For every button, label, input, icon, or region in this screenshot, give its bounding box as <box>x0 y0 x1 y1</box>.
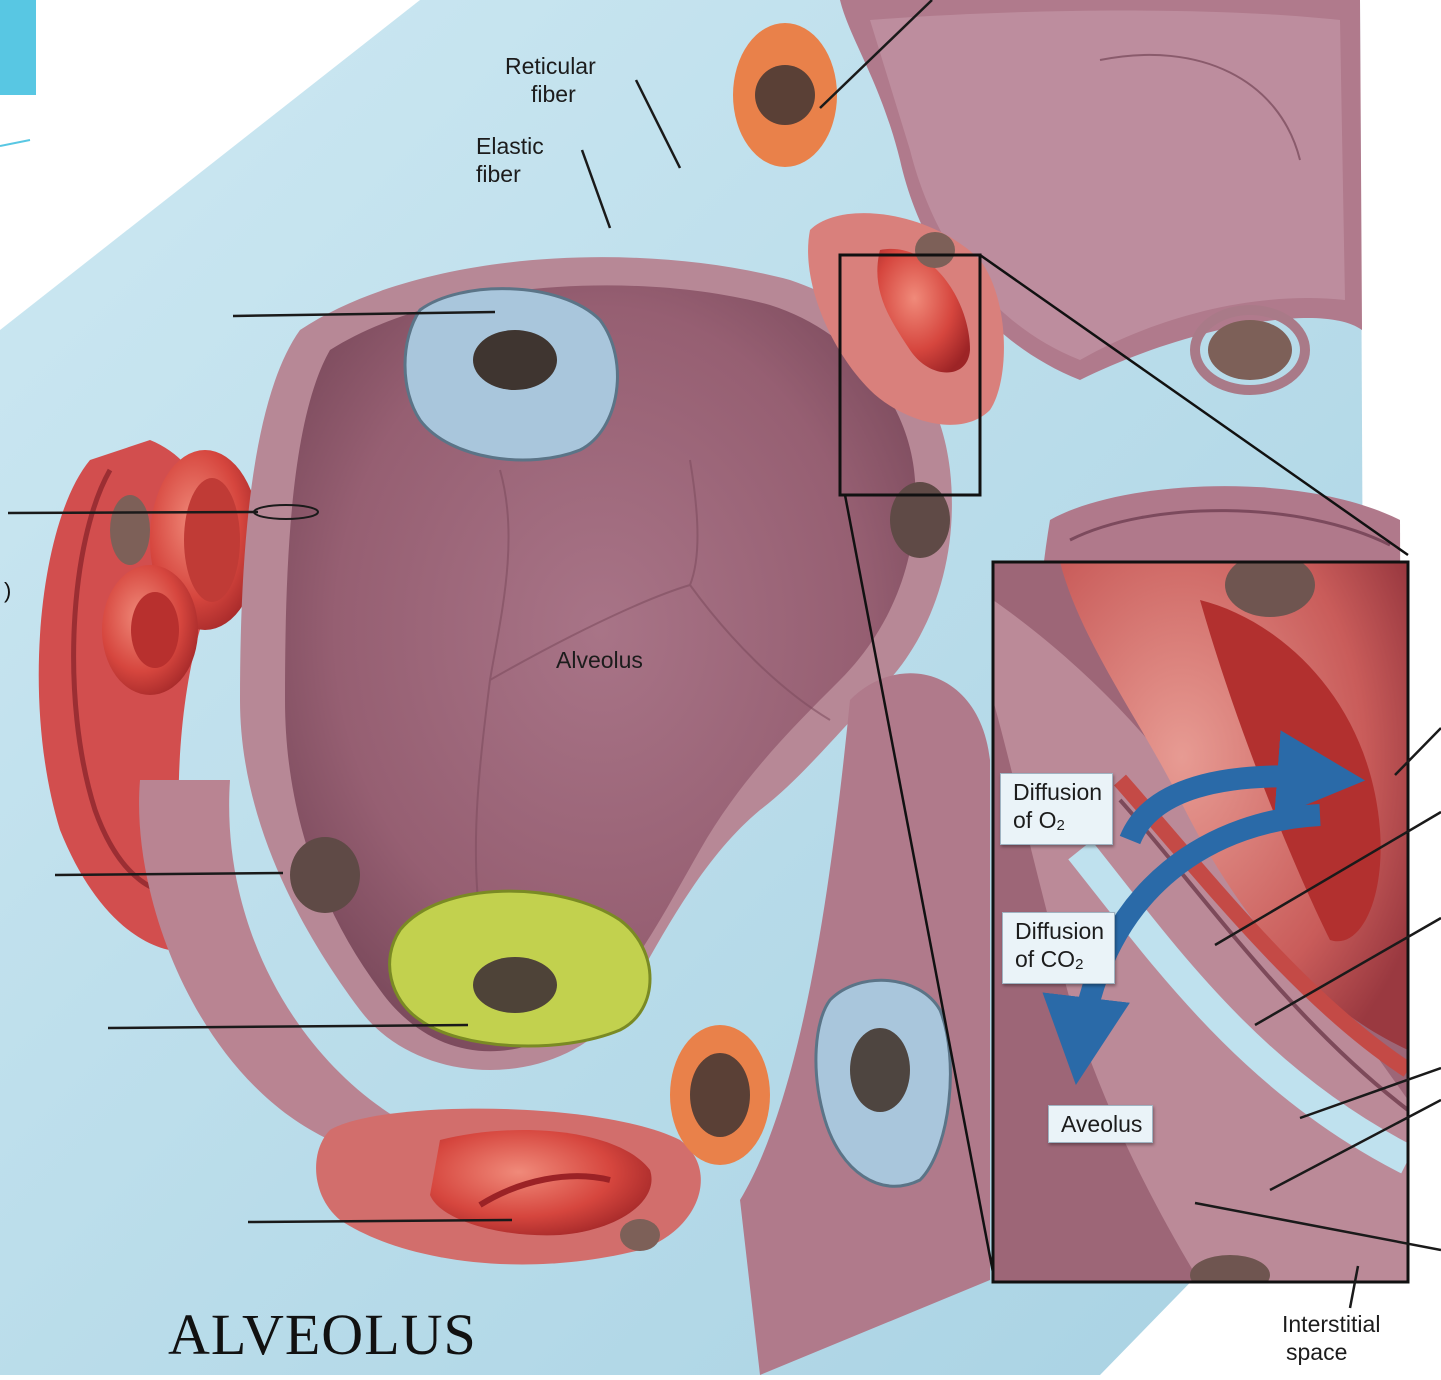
diffusion-o2-text: of O <box>1013 807 1056 833</box>
diffusion-co2-label: Diffusion of CO2 <box>1002 912 1115 984</box>
diffusion-o2-line2: of O2 <box>1013 806 1102 840</box>
reticular-fiber-label: Reticular fiber <box>505 52 596 108</box>
diffusion-o2-subscript: 2 <box>1056 817 1064 834</box>
aveolus-inset-label: Aveolus <box>1048 1105 1153 1143</box>
reticular-fiber-label-line1: Reticular <box>505 52 596 80</box>
diffusion-co2-subscript: 2 <box>1075 956 1083 973</box>
reticular-fiber-label-line2: fiber <box>505 80 596 108</box>
diffusion-o2-label: Diffusion of O2 <box>1000 773 1113 845</box>
interstitial-label-line2: space <box>1282 1338 1380 1366</box>
interstitial-space-label: Interstitial space <box>1282 1310 1380 1366</box>
diffusion-o2-line1: Diffusion <box>1013 778 1102 806</box>
alveolus-label: Alveolus <box>556 646 643 674</box>
interstitial-label-line1: Interstitial <box>1282 1310 1380 1338</box>
upper-endothelial-nucleus <box>915 232 955 268</box>
endothelial-nucleus-lower <box>620 1219 660 1251</box>
endothelial-nucleus-right <box>1208 320 1292 380</box>
svg-text:): ) <box>4 578 11 603</box>
endothelial-nucleus-left <box>110 495 150 565</box>
diffusion-co2-line2: of CO2 <box>1015 945 1104 979</box>
diffusion-co2-text: of CO <box>1015 946 1075 972</box>
elastic-fiber-label-line2: fiber <box>476 160 544 188</box>
slide-accent-bar <box>0 0 36 95</box>
diagram-title: ALVEOLUS <box>168 1302 477 1368</box>
elastic-fiber-label-line1: Elastic <box>476 132 544 160</box>
diffusion-co2-line1: Diffusion <box>1015 917 1104 945</box>
type1-cell-nucleus <box>290 837 360 913</box>
elastic-fiber-label: Elastic fiber <box>476 132 544 188</box>
type1-cell-nucleus-right <box>890 482 950 558</box>
